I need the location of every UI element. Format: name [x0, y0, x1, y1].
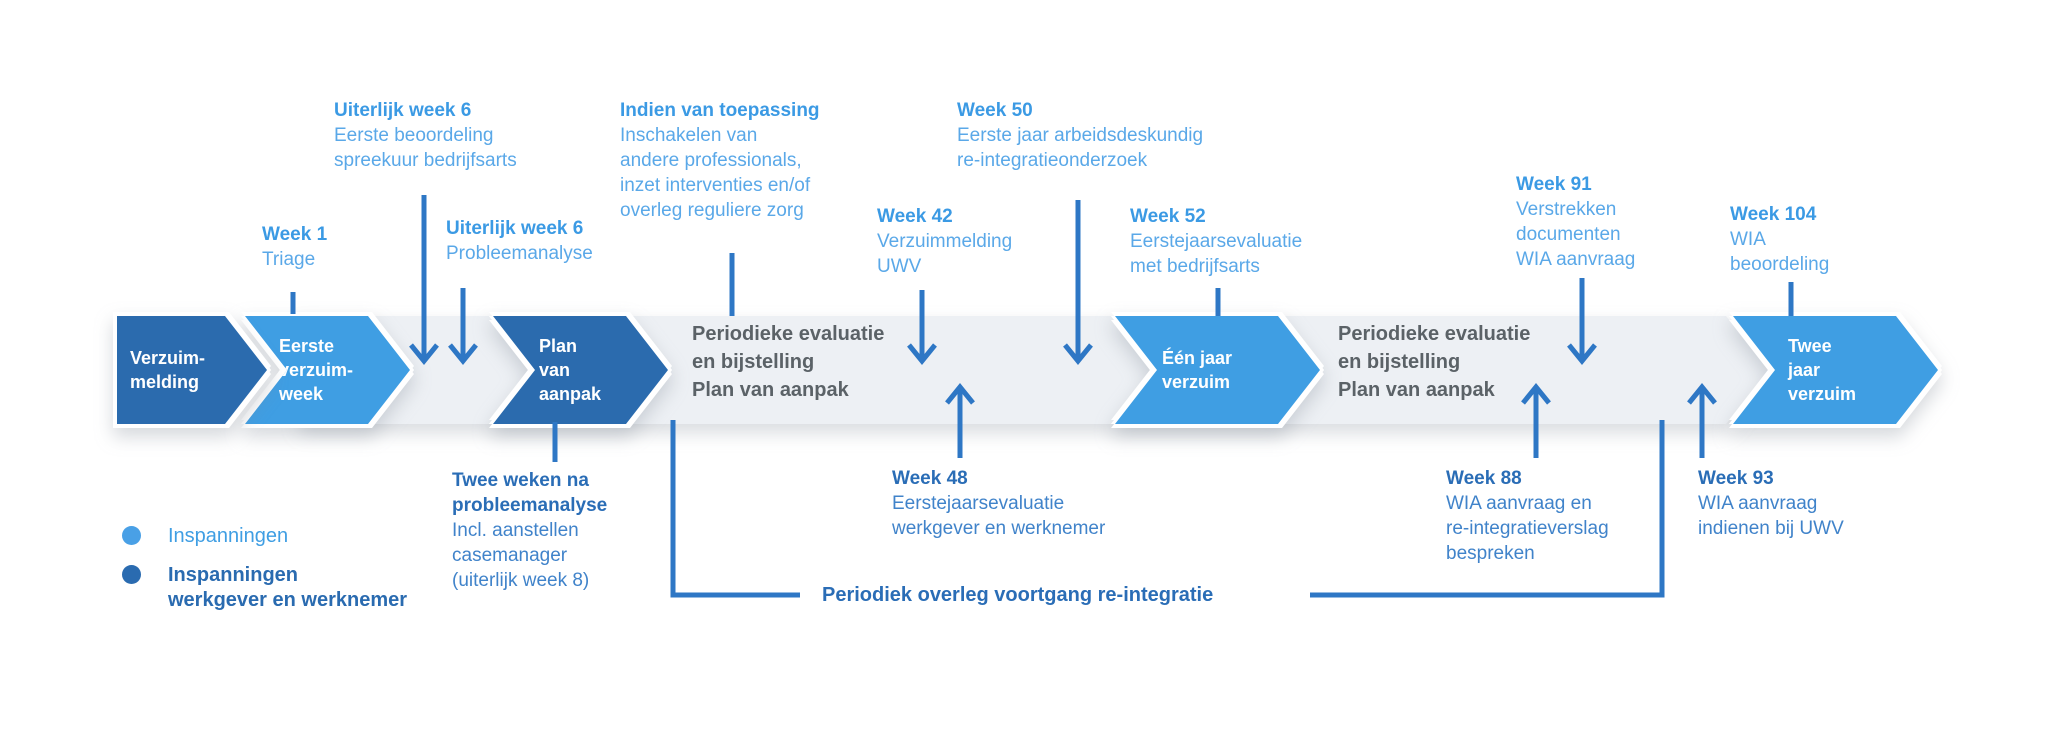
annotation-twee-weken-na-probleemanalyse-heading: Twee weken na probleemanalyse	[452, 470, 608, 516]
annotation-uiterlijk-week-6-probleemanalyse-text: Probleemanalyse	[446, 243, 593, 264]
annotation-uiterlijk-week-6-beoordeling-text: Eerste beoordeling spreekuur bedrijfsart…	[334, 125, 517, 171]
annotation-week-48-heading: Week 48	[892, 468, 968, 489]
legend-item-inspanningen-werkgever: Inspanningen werkgever en werknemer	[122, 563, 407, 613]
annotation-indien-van-toepassing: Indien van toepassing Inschakelen van an…	[620, 98, 820, 223]
overleg-note: Periodiek overleg voortgang re-integrati…	[822, 584, 1214, 606]
annotation-week-52-text: Eerstejaarsevaluatie met bedrijfsarts	[1130, 231, 1303, 277]
annotation-week-91-heading: Week 91	[1516, 174, 1592, 195]
stage-verzuimmelding: Verzuim- melding	[117, 316, 267, 424]
annotation-week-93: Week 93 WIA aanvraag indienen bij UWV	[1698, 466, 1844, 541]
legend-dot-light-icon	[122, 526, 141, 545]
annotation-uiterlijk-week-6-beoordeling-heading: Uiterlijk week 6	[334, 100, 472, 121]
annotation-week-104-text: WIA beoordeling	[1730, 229, 1830, 275]
annotation-week-91: Week 91 Verstrekken documenten WIA aanvr…	[1516, 172, 1635, 272]
annotation-week-93-text: WIA aanvraag indienen bij UWV	[1698, 493, 1844, 539]
stage-een-jaar-verzuim: Één jaar verzuim	[1115, 316, 1320, 424]
stage-twee-jaar-verzuim-label: Twee jaar verzuim	[1733, 316, 1938, 424]
stage-twee-jaar-verzuim: Twee jaar verzuim	[1733, 316, 1938, 424]
annotation-week-93-heading: Week 93	[1698, 468, 1774, 489]
stage-verzuimmelding-label: Verzuim- melding	[117, 316, 267, 424]
annotation-uiterlijk-week-6-probleemanalyse: Uiterlijk week 6 Probleemanalyse	[446, 216, 593, 266]
connector-overleg-left-bracket	[670, 420, 800, 598]
annotation-indien-van-toepassing-heading: Indien van toepassing	[620, 100, 820, 121]
annotation-week-42: Week 42 Verzuimmelding UWV	[877, 204, 1012, 279]
stage-eerste-verzuimweek-label: Eerste verzuim- week	[245, 316, 410, 424]
annotation-indien-van-toepassing-text: Inschakelen van andere professionals, in…	[620, 125, 811, 221]
track-label-periodieke-evaluatie-2: Periodieke evaluatie en bijstelling Plan…	[1338, 323, 1531, 401]
annotation-week-91-text: Verstrekken documenten WIA aanvraag	[1516, 199, 1636, 270]
legend-dot-dark-icon	[122, 565, 141, 584]
annotation-twee-weken-na-probleemanalyse: Twee weken na probleemanalyse Incl. aans…	[452, 468, 607, 593]
annotation-week-42-heading: Week 42	[877, 206, 953, 227]
annotation-week-1: Week 1 Triage	[262, 222, 327, 272]
annotation-week-88-heading: Week 88	[1446, 468, 1522, 489]
annotation-week-104-heading: Week 104	[1730, 204, 1817, 225]
annotation-week-1-heading: Week 1	[262, 224, 328, 245]
annotation-twee-weken-na-probleemanalyse-text: Incl. aanstellen casemanager (uiterlijk …	[452, 520, 590, 591]
annotation-uiterlijk-week-6-beoordeling: Uiterlijk week 6 Eerste beoordeling spre…	[334, 98, 517, 173]
annotation-week-52: Week 52 Eerstejaarsevaluatie met bedrijf…	[1130, 204, 1302, 279]
stage-plan-van-aanpak: Plan van aanpak	[493, 316, 668, 424]
stage-plan-van-aanpak-label: Plan van aanpak	[493, 316, 668, 424]
annotation-week-52-heading: Week 52	[1130, 206, 1206, 227]
legend: Inspanningen Inspanningen werkgever en w…	[122, 524, 407, 627]
stage-een-jaar-verzuim-label: Één jaar verzuim	[1115, 316, 1320, 424]
annotation-week-50-text: Eerste jaar arbeidsdeskundig re-integrat…	[957, 125, 1204, 171]
annotation-week-104: Week 104 WIA beoordeling	[1730, 202, 1829, 277]
annotation-week-48-text: Eerstejaarsevaluatie werkgever en werkne…	[892, 493, 1106, 539]
track-label-periodieke-evaluatie-1: Periodieke evaluatie en bijstelling Plan…	[692, 323, 885, 401]
legend-label-inspanningen: Inspanningen	[168, 525, 289, 547]
annotation-week-42-text: Verzuimmelding UWV	[877, 231, 1013, 277]
legend-item-inspanningen: Inspanningen	[122, 524, 407, 549]
annotation-uiterlijk-week-6-probleemanalyse-heading: Uiterlijk week 6	[446, 218, 584, 239]
stage-eerste-verzuimweek: Eerste verzuim- week	[245, 316, 410, 424]
annotation-week-88-text: WIA aanvraag en re-integratieverslag bes…	[1446, 493, 1609, 564]
annotation-week-1-text: Triage	[262, 249, 316, 270]
annotation-week-48: Week 48 Eerstejaarsevaluatie werkgever e…	[892, 466, 1105, 541]
annotation-week-50: Week 50 Eerste jaar arbeidsdeskundig re-…	[957, 98, 1203, 173]
legend-label-inspanningen-werkgever: Inspanningen werkgever en werknemer	[168, 564, 408, 611]
annotation-week-88: Week 88 WIA aanvraag en re-integratiever…	[1446, 466, 1609, 566]
annotation-week-50-heading: Week 50	[957, 100, 1033, 121]
